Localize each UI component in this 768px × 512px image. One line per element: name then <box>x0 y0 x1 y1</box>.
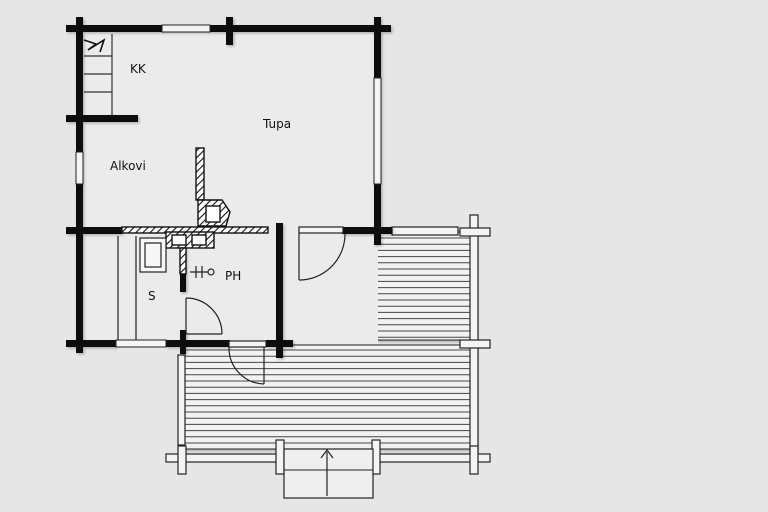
windows <box>75 24 382 348</box>
shower-icon <box>190 266 215 278</box>
interior-floor <box>78 28 378 344</box>
kk-shelves <box>83 34 113 116</box>
window-west <box>75 151 84 185</box>
room-label-kk: KK <box>130 62 147 76</box>
fireplace <box>121 147 269 275</box>
sauna-fixtures <box>117 236 167 340</box>
door-entrance <box>228 340 267 385</box>
door-terrace <box>298 226 346 281</box>
room-label-s: S <box>148 289 156 303</box>
room-label-tupa: Tupa <box>262 117 291 131</box>
doors <box>185 226 346 385</box>
room-label-alkovi: Alkovi <box>110 159 146 173</box>
window-north <box>161 24 211 33</box>
window-east <box>373 77 382 185</box>
room-labels: KK Tupa Alkovi PH S <box>110 62 291 303</box>
entrance-steps <box>283 448 374 499</box>
window-south <box>115 339 167 348</box>
door-ph <box>185 297 223 335</box>
entrance-arrow-icon <box>320 449 334 459</box>
porch-deck <box>183 344 477 450</box>
room-label-ph: PH <box>225 269 241 283</box>
